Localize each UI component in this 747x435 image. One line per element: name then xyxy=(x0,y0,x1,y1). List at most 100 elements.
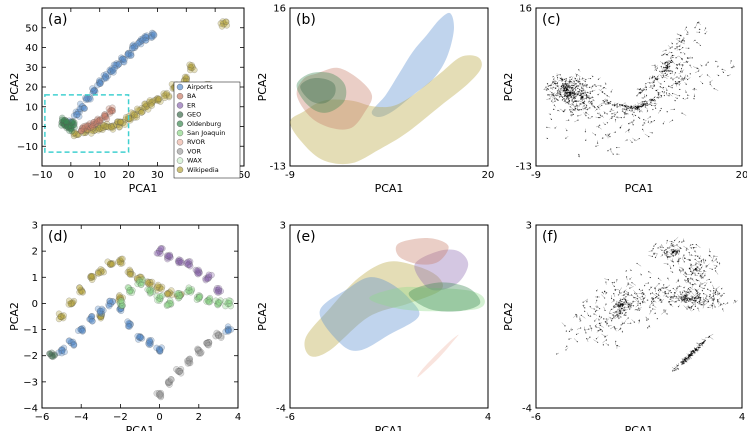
mesh-point xyxy=(664,95,665,96)
mesh-point xyxy=(568,85,569,86)
mesh-point xyxy=(659,71,660,72)
mesh-point xyxy=(658,97,659,98)
mesh-point xyxy=(662,254,663,255)
mesh-point xyxy=(584,101,585,102)
mesh-point xyxy=(546,89,547,90)
mesh-point xyxy=(613,300,614,301)
mesh-point xyxy=(697,302,698,303)
mesh-point xyxy=(616,154,617,155)
mesh-point xyxy=(547,94,548,95)
mesh-point xyxy=(650,104,651,105)
mesh-point xyxy=(701,260,702,261)
mesh-point xyxy=(672,246,673,247)
mesh-point xyxy=(645,83,646,84)
mesh-point xyxy=(664,252,665,253)
data-point-cluster xyxy=(77,289,83,295)
mesh-point xyxy=(680,270,681,271)
mesh-point xyxy=(616,279,617,280)
data-point-cluster xyxy=(81,105,87,111)
legend-entry: WAX xyxy=(187,157,203,165)
mesh-point xyxy=(667,66,668,67)
mesh-point xyxy=(628,130,629,131)
mesh-point xyxy=(649,307,650,308)
mesh-point xyxy=(683,296,684,297)
mesh-point xyxy=(685,272,686,273)
mesh-point xyxy=(561,79,562,80)
mesh-point xyxy=(585,332,586,333)
mesh-point xyxy=(680,35,681,36)
mesh-point xyxy=(697,22,698,23)
mesh-point xyxy=(613,317,614,318)
mesh-point xyxy=(643,105,644,106)
mesh-point xyxy=(565,83,566,84)
x-tick-label: 20 xyxy=(122,170,135,181)
mesh-point xyxy=(555,95,556,96)
mesh-point xyxy=(560,89,561,90)
mesh-point xyxy=(596,306,597,307)
mesh-point xyxy=(556,95,557,96)
y-axis-label: PCA2 xyxy=(502,73,515,102)
mesh-point xyxy=(708,62,709,63)
y-tick-label: 16 xyxy=(273,4,286,15)
mesh-point xyxy=(663,67,664,68)
mesh-point xyxy=(599,308,600,309)
mesh-point xyxy=(717,66,718,67)
mesh-point xyxy=(554,127,555,128)
mesh-point xyxy=(686,34,687,35)
y-tick-label: -4 xyxy=(522,404,532,415)
mesh-point xyxy=(654,99,655,100)
mesh-point xyxy=(683,79,684,80)
mesh-point xyxy=(677,261,678,262)
mesh-point xyxy=(581,109,582,110)
mesh-point xyxy=(727,75,728,76)
mesh-point xyxy=(672,55,673,56)
mesh-point xyxy=(715,270,716,271)
mesh-point xyxy=(717,301,718,302)
mesh-point xyxy=(619,104,620,105)
mesh-point xyxy=(668,247,669,248)
mesh-point xyxy=(624,113,625,114)
x-tick-label: 2 xyxy=(196,412,202,423)
mesh-point xyxy=(643,298,644,299)
mesh-point xyxy=(652,305,653,306)
mesh-point xyxy=(692,302,693,303)
mesh-point xyxy=(682,71,683,72)
mesh-point xyxy=(581,90,582,91)
mesh-point xyxy=(653,248,654,249)
mesh-point xyxy=(671,304,672,305)
mesh-point xyxy=(678,306,679,307)
mesh-point xyxy=(570,81,571,82)
mesh-point xyxy=(624,310,625,311)
mesh-point xyxy=(611,113,612,114)
mesh-point xyxy=(665,293,666,294)
mesh-point xyxy=(710,83,711,84)
mesh-point xyxy=(694,297,695,298)
mesh-point xyxy=(577,120,578,121)
mesh-point xyxy=(578,156,579,157)
mesh-point xyxy=(606,292,607,293)
mesh-point xyxy=(679,258,680,259)
mesh-point xyxy=(691,247,692,248)
mesh-point xyxy=(666,255,667,256)
mesh-point xyxy=(647,300,648,301)
plot-frame xyxy=(42,225,238,408)
mesh-point xyxy=(614,326,615,327)
mesh-point xyxy=(571,100,572,101)
mesh-point xyxy=(710,290,711,291)
mesh-point xyxy=(575,98,576,99)
mesh-point xyxy=(657,318,658,319)
mesh-point xyxy=(673,261,674,262)
mesh-point xyxy=(713,288,714,289)
mesh-point xyxy=(692,284,693,285)
data-point-cluster xyxy=(145,287,151,293)
mesh-point xyxy=(631,121,632,122)
mesh-point xyxy=(554,80,555,81)
mesh-point xyxy=(575,78,576,79)
mesh-point xyxy=(628,283,629,284)
mesh-point xyxy=(685,92,686,93)
mesh-point xyxy=(551,85,552,86)
data-point-cluster xyxy=(74,112,80,118)
mesh-point xyxy=(696,269,697,270)
mesh-point xyxy=(698,347,699,348)
